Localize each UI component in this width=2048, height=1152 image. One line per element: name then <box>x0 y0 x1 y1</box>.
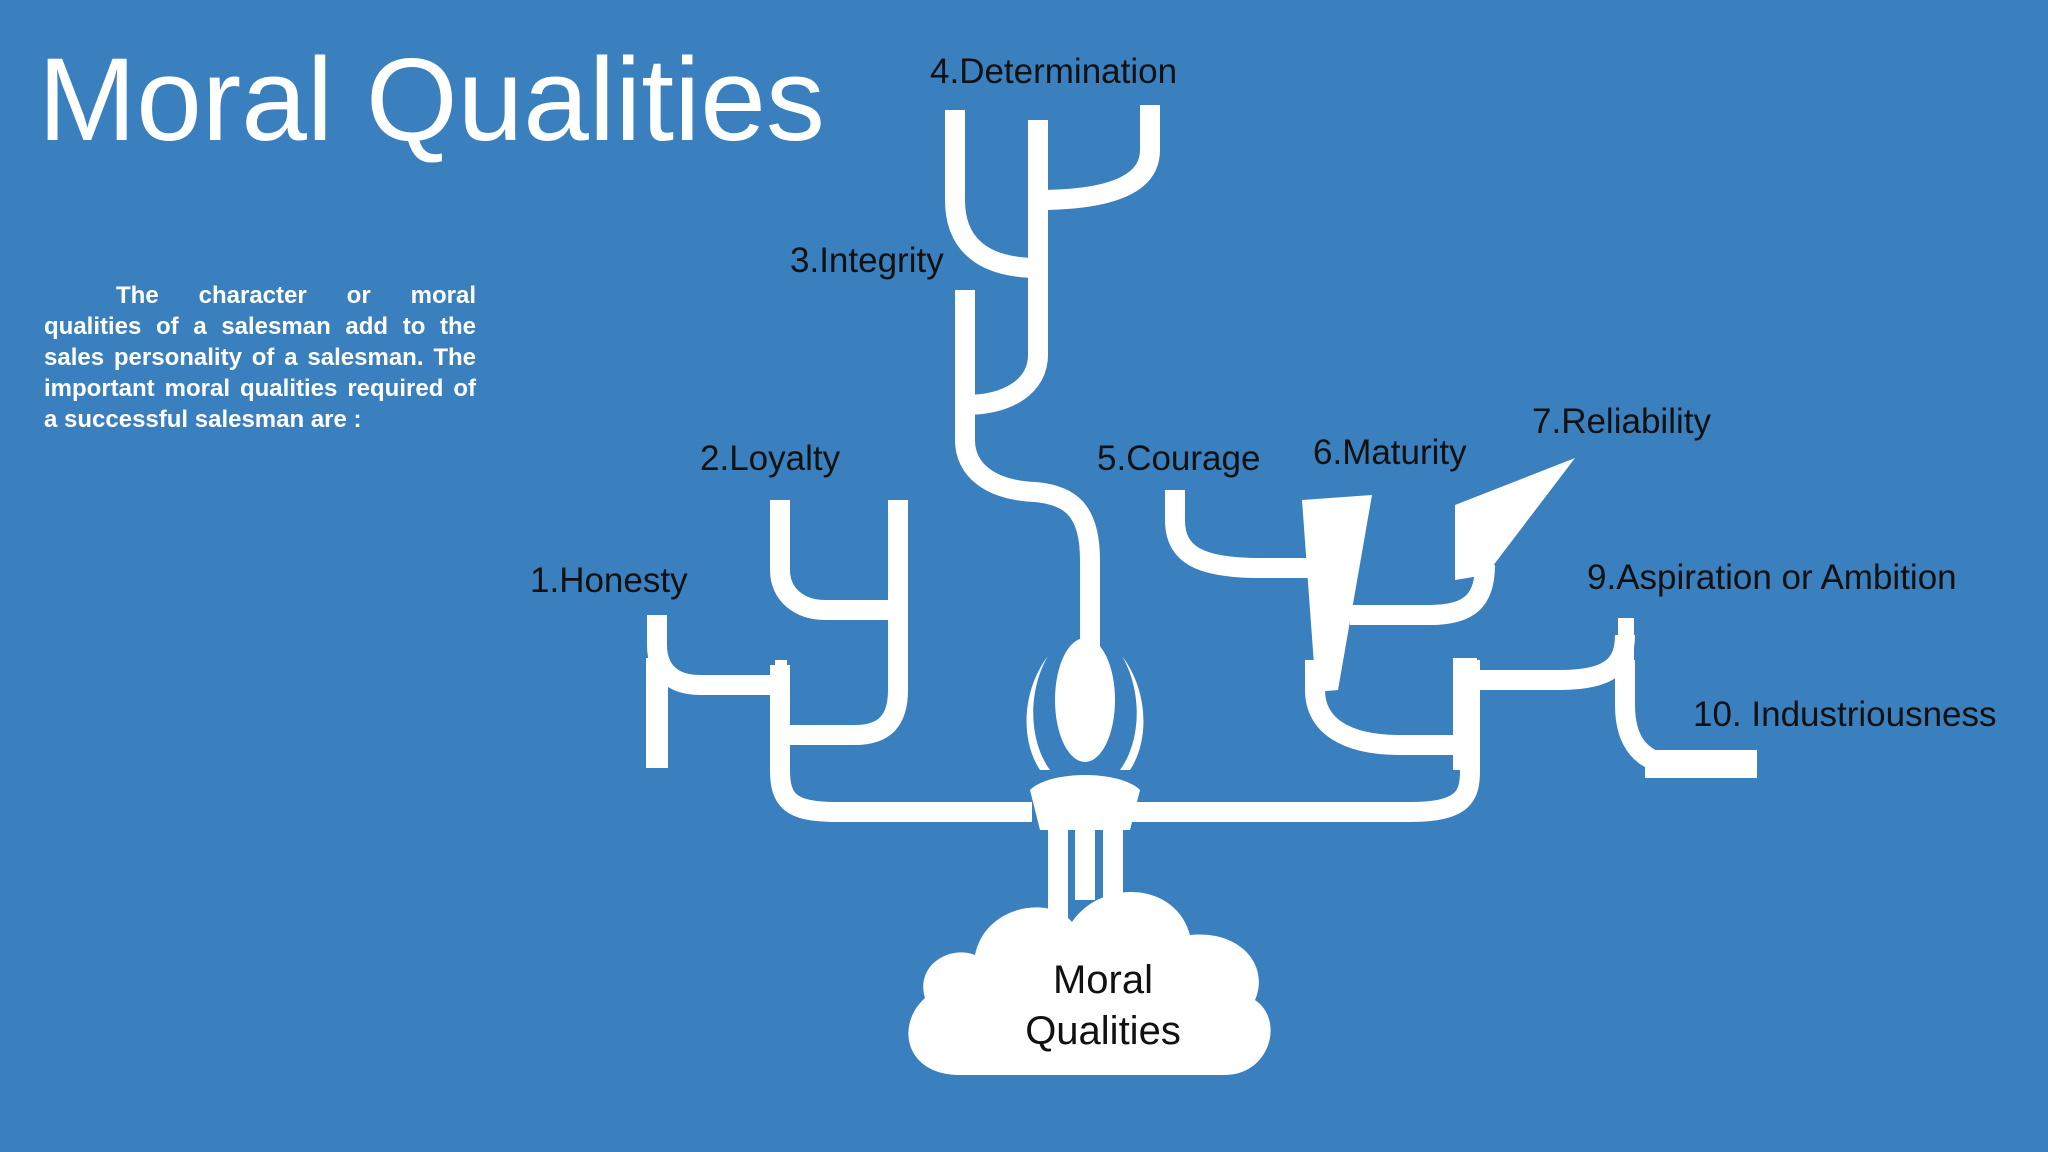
funnel-reliability <box>1455 458 1575 580</box>
label-reliability: 7.Reliability <box>1532 402 1711 441</box>
pipe-reliability-cup <box>1350 564 1495 625</box>
slide-title: Moral Qualities <box>38 34 825 166</box>
pipe-right-main <box>1130 660 1480 822</box>
pipe-courage <box>1165 490 1320 578</box>
pipe-left-main <box>770 665 1032 822</box>
label-aspiration: 9.Aspiration or Ambition <box>1587 558 1957 597</box>
pipe-base-stems <box>1048 820 1123 920</box>
pipe-determination-right <box>1037 105 1160 210</box>
label-loyalty: 2.Loyalty <box>700 439 841 478</box>
bulb-right <box>1120 656 1144 770</box>
pipe-integrity-cup <box>964 120 1048 415</box>
label-integrity: 3.Integrity <box>790 241 944 280</box>
pipe-maturity-cup <box>1305 660 1470 755</box>
label-maturity: 6.Maturity <box>1313 433 1467 472</box>
intro-paragraph: The character or moral qualities of a sa… <box>44 282 476 433</box>
label-courage: 5.Courage <box>1097 439 1261 478</box>
label-determination: 4.Determination <box>930 52 1178 91</box>
cloud-label: Moral Qualities <box>1025 958 1181 1053</box>
label-industriousness: 10. Industriousness <box>1693 695 1997 734</box>
pipe-right-mid <box>1470 634 1635 690</box>
pipe-honesty <box>647 615 785 695</box>
pipe-trunk <box>955 290 1100 665</box>
bulb-center <box>1055 638 1115 762</box>
pipe-loyalty-cup <box>770 500 908 620</box>
connector <box>1030 775 1140 830</box>
cloud-shape <box>908 891 1271 1075</box>
pipe-determination-cup <box>945 110 1039 278</box>
pipe-loyalty-stem <box>790 610 908 745</box>
funnel-maturity <box>1302 495 1372 692</box>
bulb-left <box>1026 656 1050 770</box>
label-honesty: 1.Honesty <box>530 561 688 600</box>
